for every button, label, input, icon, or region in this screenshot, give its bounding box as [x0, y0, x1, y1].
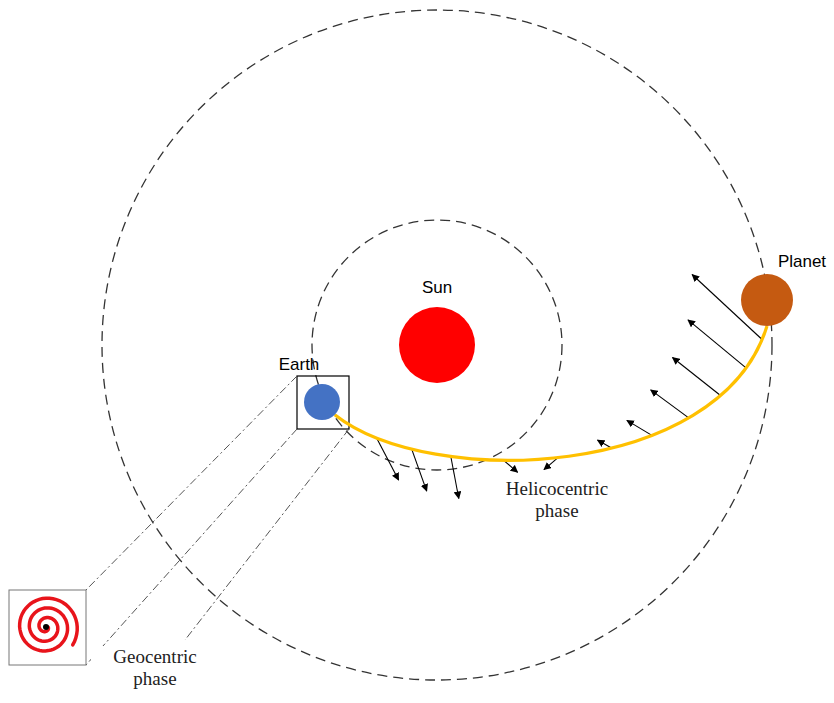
thrust-arrow [688, 320, 746, 368]
planet-circle [741, 274, 793, 326]
inset-box [9, 590, 86, 665]
earth-circle [304, 384, 340, 420]
thrust-arrows [377, 275, 762, 499]
phase-label: Helicocentric phase [493, 478, 622, 522]
sun-circle [399, 307, 475, 383]
thrust-arrow [412, 449, 427, 491]
earth-orbit [312, 220, 562, 470]
thrust-arrow [451, 457, 459, 499]
planet-orbit [102, 10, 772, 680]
spiral-trajectory [20, 598, 78, 651]
body-label: Earth [279, 356, 320, 375]
inset-earth-dot [43, 624, 49, 630]
body-label: Sun [422, 279, 452, 298]
phase-label: Geocentric phase [91, 646, 220, 690]
thrust-arrow [598, 440, 612, 448]
thrust-arrow [651, 390, 689, 418]
thrust-arrow [504, 460, 518, 472]
zoom-leader-lines [86, 376, 349, 665]
thrust-arrow [627, 420, 652, 435]
thrust-arrow [673, 358, 721, 396]
body-label: Planet [778, 253, 826, 272]
